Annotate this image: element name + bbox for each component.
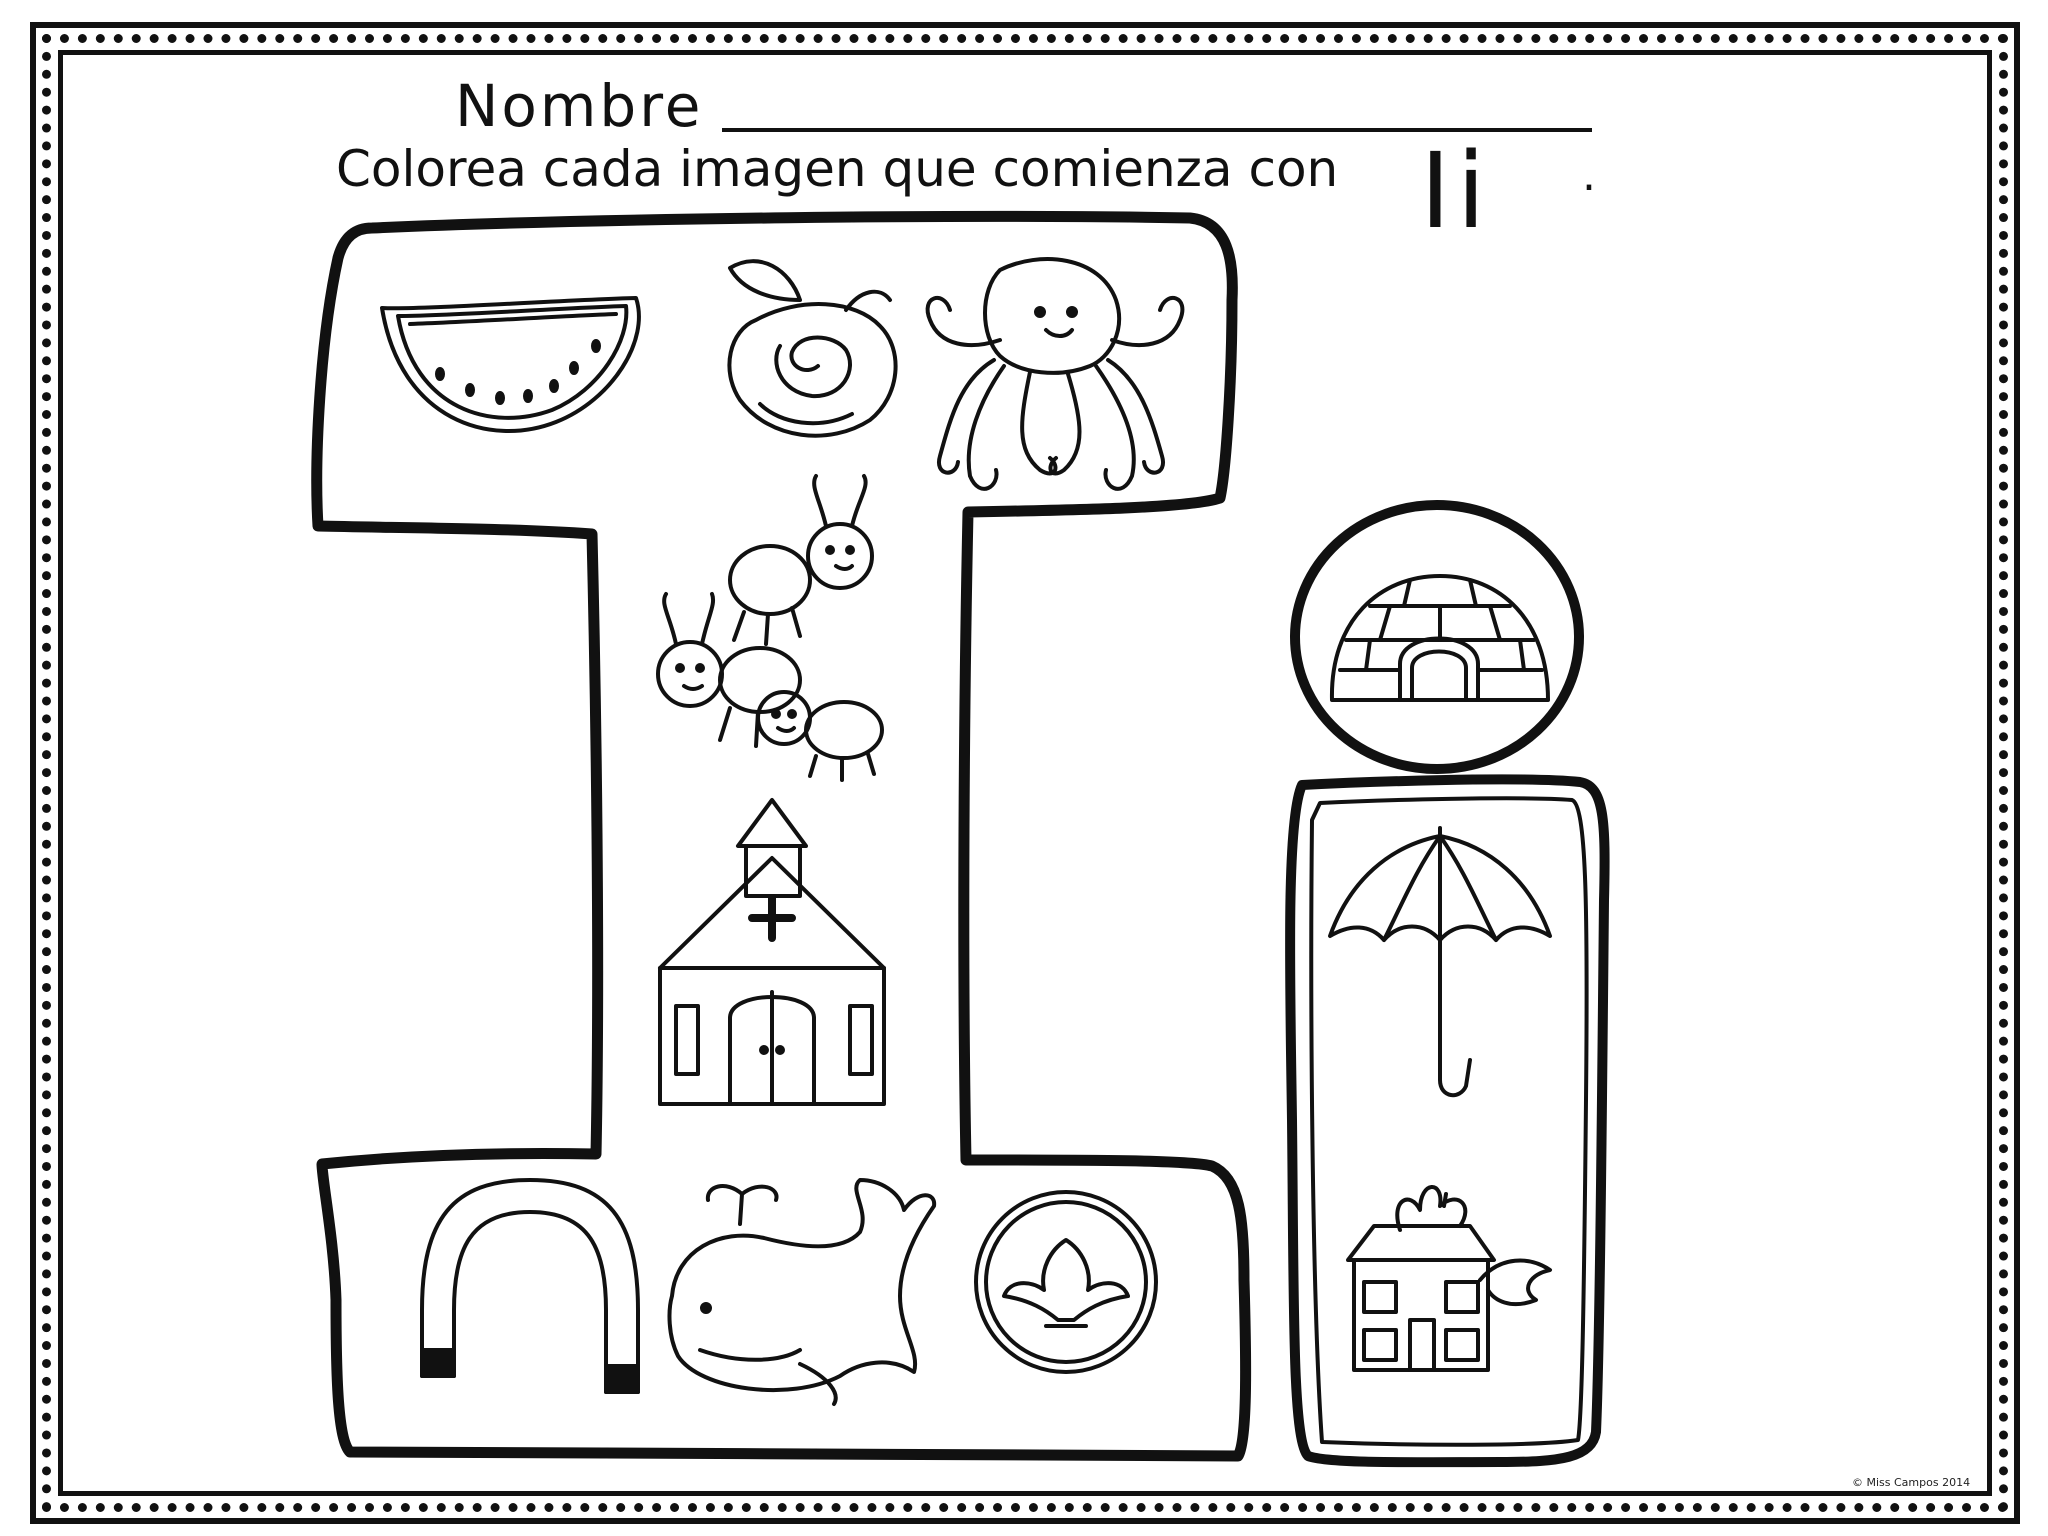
page-border-inner (58, 50, 1992, 1496)
rose-icon (727, 259, 898, 438)
small-i-stem-outline (1285, 774, 1610, 1468)
name-label: Nombre (455, 72, 704, 140)
copyright-notice: © Miss Campos 2014 (1852, 1476, 1971, 1489)
instruction-text: Colorea cada imagen que comienza con (336, 140, 1339, 198)
watermelon-icon (380, 296, 641, 433)
name-write-line[interactable] (722, 128, 1592, 132)
instruction-period: . (1582, 150, 1596, 201)
page-border-dotted (42, 34, 2008, 1512)
burning-house-icon (1346, 1185, 1552, 1372)
target-letter: Ii (1420, 130, 1492, 252)
ants-icon (656, 474, 884, 782)
umbrella-icon (1328, 826, 1552, 1097)
whale-icon (667, 1178, 937, 1406)
church-icon (658, 798, 886, 1106)
quarter-coin-icon (974, 1190, 1158, 1374)
octopus-icon (925, 257, 1185, 491)
page-border-outer (30, 22, 2020, 1524)
capital-i-outline (311, 210, 1252, 1462)
magnet-icon (420, 1178, 640, 1394)
igloo-icon (1329, 574, 1550, 702)
